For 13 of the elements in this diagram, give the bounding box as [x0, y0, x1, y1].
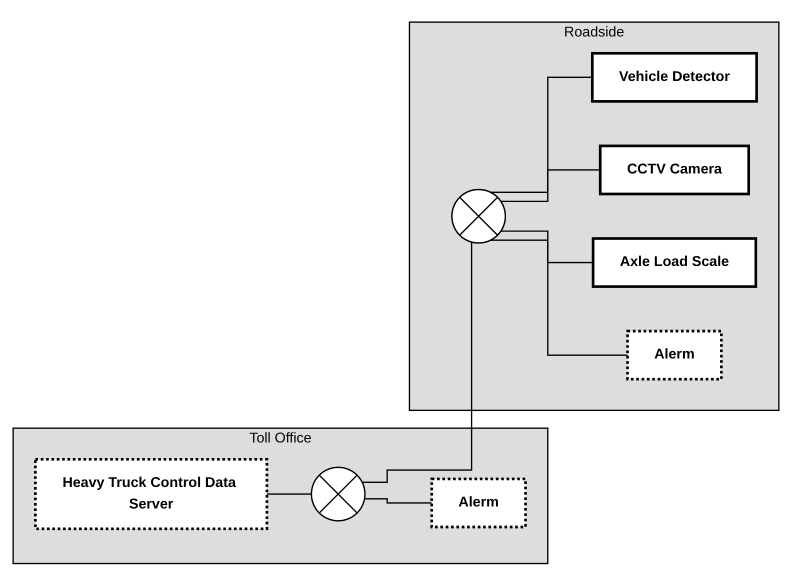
node-box: Vehicle Detector [590, 52, 758, 103]
connector [490, 240, 628, 356]
node-box: Alerm [626, 330, 723, 381]
connector [490, 76, 593, 194]
connector [500, 169, 601, 202]
node-box: Axle Load Scale [592, 237, 758, 288]
node-box: Alerm [430, 478, 527, 529]
node-box: CCTV Camera [598, 144, 750, 196]
connector [362, 242, 472, 484]
connector [266, 494, 312, 495]
connector [500, 230, 594, 264]
node-box: Heavy Truck Control Data Server [34, 458, 268, 530]
connector [364, 498, 432, 504]
